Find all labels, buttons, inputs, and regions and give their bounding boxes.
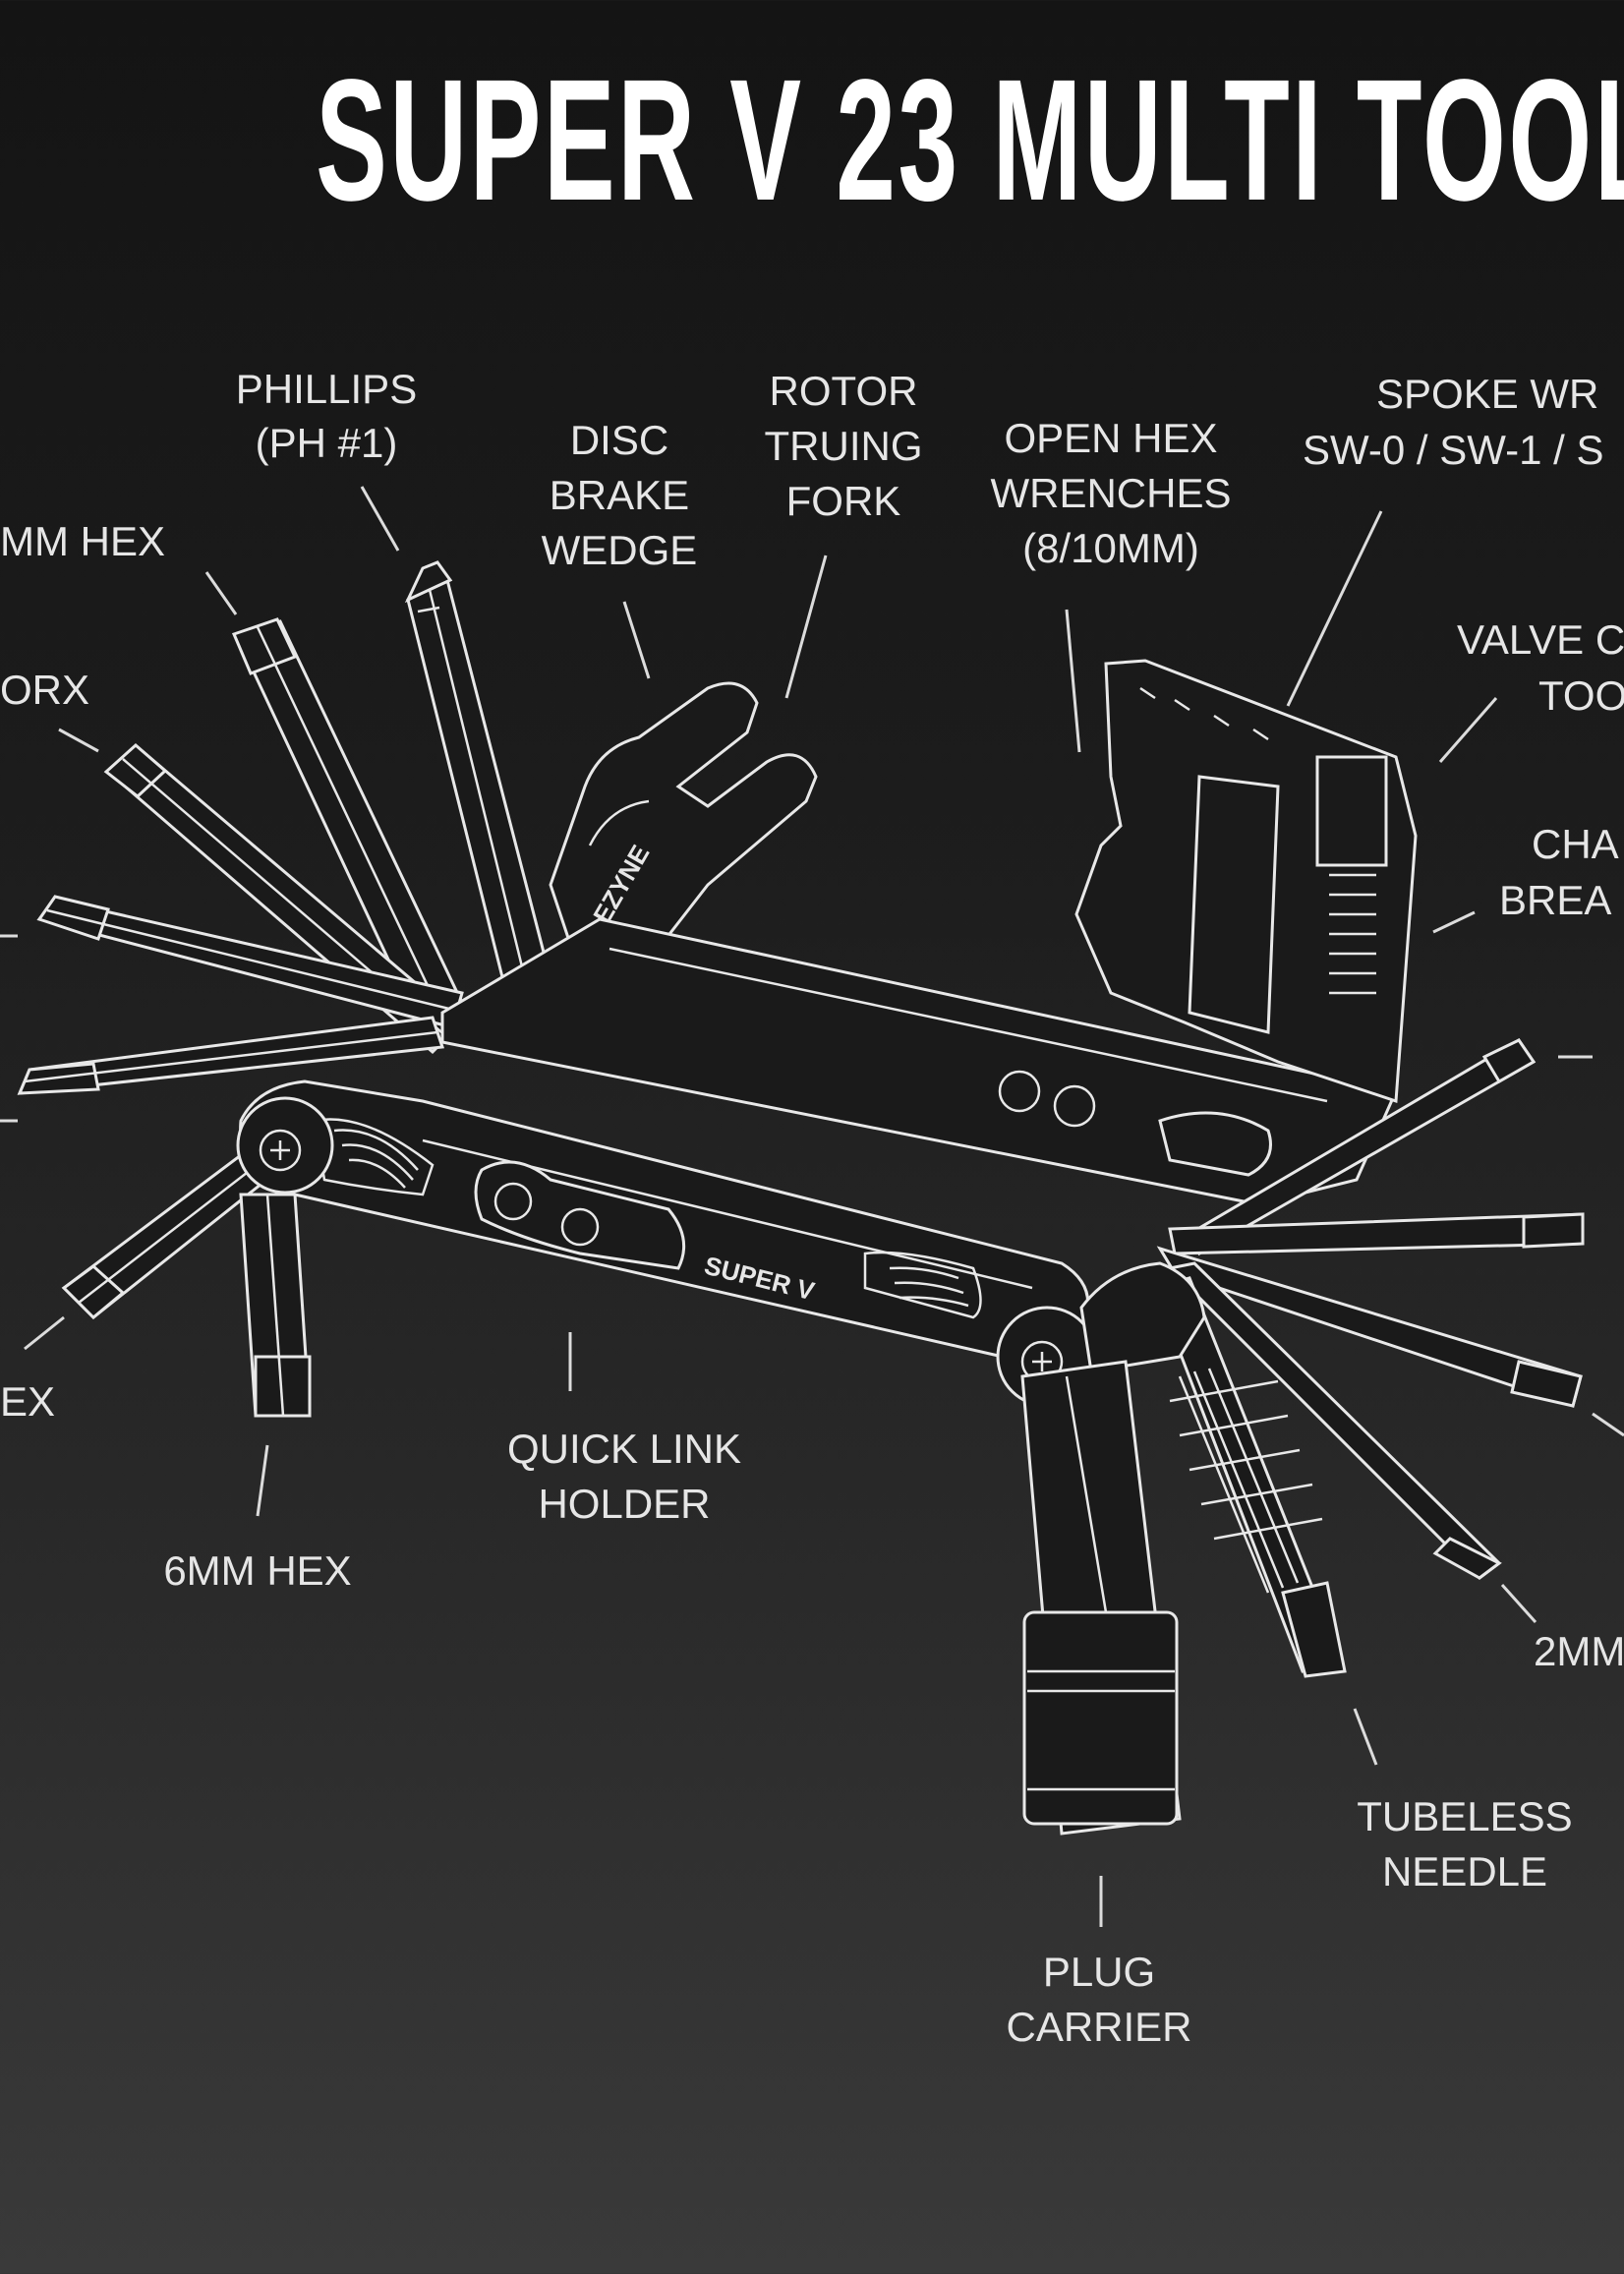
label-torx: ORX: [0, 667, 89, 713]
leader-tubeless-needle: [1353, 1708, 1378, 1766]
label-plug-carrier: PLUG CARRIER: [1006, 1949, 1191, 2050]
label-hex-left: EX: [0, 1378, 55, 1425]
svg-text:WRENCHES: WRENCHES: [990, 470, 1231, 516]
svg-text:ORX: ORX: [0, 667, 89, 713]
chain-breaker-block: [1074, 659, 1418, 1104]
label-phillips-line2: (PH #1): [256, 420, 398, 466]
svg-text:FORK: FORK: [786, 478, 901, 524]
svg-text:SW-0 / SW-1 / S: SW-0 / SW-1 / S: [1303, 427, 1604, 473]
svg-text:TUBELESS: TUBELESS: [1357, 1793, 1572, 1839]
pivot-hinge-right: [1079, 1261, 1206, 1373]
left-hex-bit-1: [231, 617, 465, 1024]
svg-text:CARRIER: CARRIER: [1006, 2004, 1191, 2050]
label-chain-breaker: CHA BREA: [1499, 821, 1619, 923]
left-hex-bit-3: [17, 1016, 445, 1095]
svg-text:2MM: 2MM: [1534, 1628, 1624, 1674]
label-tubeless-needle: TUBELESS NEEDLE: [1357, 1793, 1572, 1895]
svg-text:TRUING: TRUING: [765, 423, 923, 469]
svg-text:HOLDER: HOLDER: [538, 1481, 710, 1527]
pivot-bolt-left: [236, 1096, 334, 1195]
right-bit-2: [1168, 1212, 1585, 1255]
leader-6mm-hex: [256, 1444, 269, 1517]
leader-chain-breaker: [1432, 910, 1476, 934]
leader-open-hex-wrenches: [1065, 609, 1081, 753]
label-2mm: 2MM: [1534, 1628, 1624, 1674]
leader-spoke-wrench: [1286, 510, 1383, 707]
svg-text:OPEN HEX: OPEN HEX: [1004, 415, 1217, 461]
plug-carrier: [1020, 1360, 1182, 1836]
label-phillips-line1: PHILLIPS: [236, 366, 417, 412]
label-disc-brake-wedge: DISC BRAKE WEDGE: [542, 417, 698, 573]
label-phillips: PHILLIPS (PH #1): [236, 366, 417, 466]
label-quick-link-holder: QUICK LINK HOLDER: [507, 1426, 741, 1527]
label-rotor-truing-fork: ROTOR TRUING FORK: [765, 368, 923, 524]
svg-text:DISC: DISC: [570, 417, 668, 463]
label-spoke-wrench: SPOKE WR SW-0 / SW-1 / S: [1303, 371, 1604, 473]
left-hex-bit-2: [36, 895, 464, 1029]
main-body-upper: [440, 917, 1399, 1206]
label-mm-hex-top: MM HEX: [0, 518, 165, 564]
svg-text:TOO: TOO: [1538, 672, 1624, 719]
svg-text:CHA: CHA: [1532, 821, 1619, 867]
svg-text:ROTOR: ROTOR: [770, 368, 918, 414]
svg-text:SPOKE WR: SPOKE WR: [1376, 371, 1598, 417]
svg-text:VALVE C: VALVE C: [1457, 616, 1624, 663]
leader-right-2: [1592, 1412, 1624, 1437]
svg-text:NEEDLE: NEEDLE: [1382, 1848, 1547, 1895]
two-mm-hex-bit: [1166, 1261, 1502, 1580]
label-valve-core-tool: VALVE C TOO: [1457, 616, 1624, 719]
svg-text:PLUG: PLUG: [1043, 1949, 1155, 1995]
phillips-bit: [404, 560, 557, 1015]
svg-text:EX: EX: [0, 1378, 55, 1425]
svg-text:WEDGE: WEDGE: [542, 527, 698, 573]
leader-torx: [58, 728, 99, 753]
svg-text:BREA: BREA: [1499, 877, 1611, 923]
tool-illustration: LEZYNE: [17, 560, 1585, 1836]
leader-2mm: [1500, 1583, 1537, 1624]
leader-valve-core-tool: [1438, 697, 1498, 763]
label-open-hex-wrenches: OPEN HEX WRENCHES (8/10MM): [990, 415, 1231, 571]
main-body-lower: SUPER V: [239, 1079, 1090, 1363]
leader-rotor-truing-fork: [784, 554, 828, 699]
svg-text:QUICK LINK: QUICK LINK: [507, 1426, 741, 1472]
leader-disc-brake-wedge: [622, 601, 651, 679]
svg-text:(8/10MM): (8/10MM): [1022, 525, 1199, 571]
svg-text:6MM HEX: 6MM HEX: [163, 1547, 351, 1594]
leader-phillips: [360, 486, 400, 552]
svg-text:BRAKE: BRAKE: [550, 472, 689, 518]
leader-lines: [0, 486, 1624, 1927]
left-hex-bit-4: [61, 1138, 288, 1320]
leader-mm-hex-top: [204, 571, 238, 615]
six-mm-hex-bit: [239, 1193, 312, 1418]
right-bit-3: [1156, 1246, 1583, 1408]
svg-text:MM HEX: MM HEX: [0, 518, 165, 564]
leader-hex-left: [24, 1315, 65, 1351]
label-6mm-hex: 6MM HEX: [163, 1547, 351, 1594]
